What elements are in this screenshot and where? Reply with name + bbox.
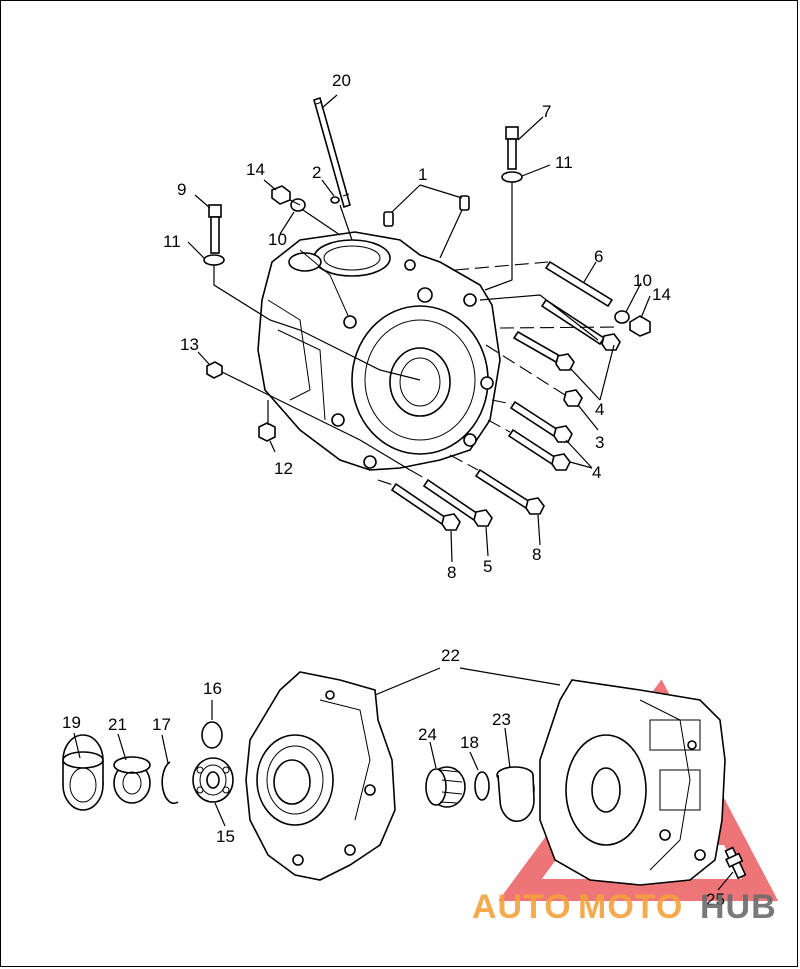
washer-11-left (203, 254, 225, 266)
stud-20 (313, 96, 351, 209)
callout-21: 21 (108, 715, 127, 734)
callout-24: 24 (418, 725, 437, 744)
callout-4-lower: 4 (592, 463, 601, 482)
leader-lines-top (187, 94, 651, 563)
callout-17: 17 (152, 715, 171, 734)
callout-labels: 20 1 2 14 10 9 11 7 11 6 10 14 13 4 3 4 … (62, 71, 725, 909)
gear-case-housing (257, 231, 501, 471)
callout-16: 16 (203, 679, 222, 698)
callout-2: 2 (312, 163, 321, 182)
ring-16 (201, 721, 223, 749)
callout-19: 19 (62, 713, 81, 732)
callout-1: 1 (418, 165, 427, 184)
callout-8-right: 8 (532, 545, 541, 564)
washer-10-right (614, 310, 630, 324)
callout-13: 13 (180, 335, 199, 354)
ring-18 (474, 771, 490, 801)
callout-5: 5 (483, 557, 492, 576)
roller-bearing-24 (425, 766, 466, 808)
callout-9: 9 (177, 180, 186, 199)
watermark-text: AUTO MOTO HUB (472, 888, 777, 926)
washer-10-left (290, 198, 306, 212)
callout-25: 25 (706, 890, 725, 909)
case-half-left (245, 671, 396, 881)
long-bolts (390, 260, 621, 531)
spacer-21 (113, 756, 151, 804)
case-half-right (539, 679, 726, 886)
callout-10-right: 10 (633, 271, 652, 290)
bolt-9 (208, 204, 222, 254)
callout-10-left: 10 (268, 230, 287, 249)
callout-4-upper: 4 (595, 400, 604, 419)
callout-8-left: 8 (447, 563, 456, 582)
bearing-15 (192, 757, 234, 803)
nut-12 (258, 422, 276, 442)
leader-lines-bottom (73, 667, 734, 891)
watermark-auto: AUTO (472, 888, 572, 926)
nut-14-right (629, 315, 651, 337)
callout-12: 12 (274, 459, 293, 478)
callout-3: 3 (595, 433, 604, 452)
callout-11-left: 11 (163, 232, 181, 251)
callout-11-right: 11 (555, 153, 573, 172)
dowel-pins-1 (383, 195, 470, 227)
callout-22: 22 (441, 646, 460, 665)
callout-14-left: 14 (246, 160, 265, 179)
nut-13 (206, 361, 223, 379)
dowel-2 (330, 196, 340, 204)
callout-15: 15 (216, 827, 235, 846)
callout-7: 7 (542, 102, 551, 121)
washer-11-right (501, 171, 523, 183)
callout-20: 20 (332, 71, 351, 90)
watermark-hub: HUB (700, 888, 777, 926)
callout-18: 18 (460, 733, 479, 752)
sleeve-23 (496, 766, 535, 823)
retaining-ring-17 (161, 761, 179, 805)
callout-6: 6 (594, 247, 603, 266)
fitting-25 (724, 846, 747, 880)
bolt-7 (505, 126, 519, 170)
watermark-moto: MOTO (578, 888, 683, 926)
callout-14-right: 14 (652, 285, 671, 304)
callout-23: 23 (492, 710, 511, 729)
seal-19 (62, 734, 104, 811)
